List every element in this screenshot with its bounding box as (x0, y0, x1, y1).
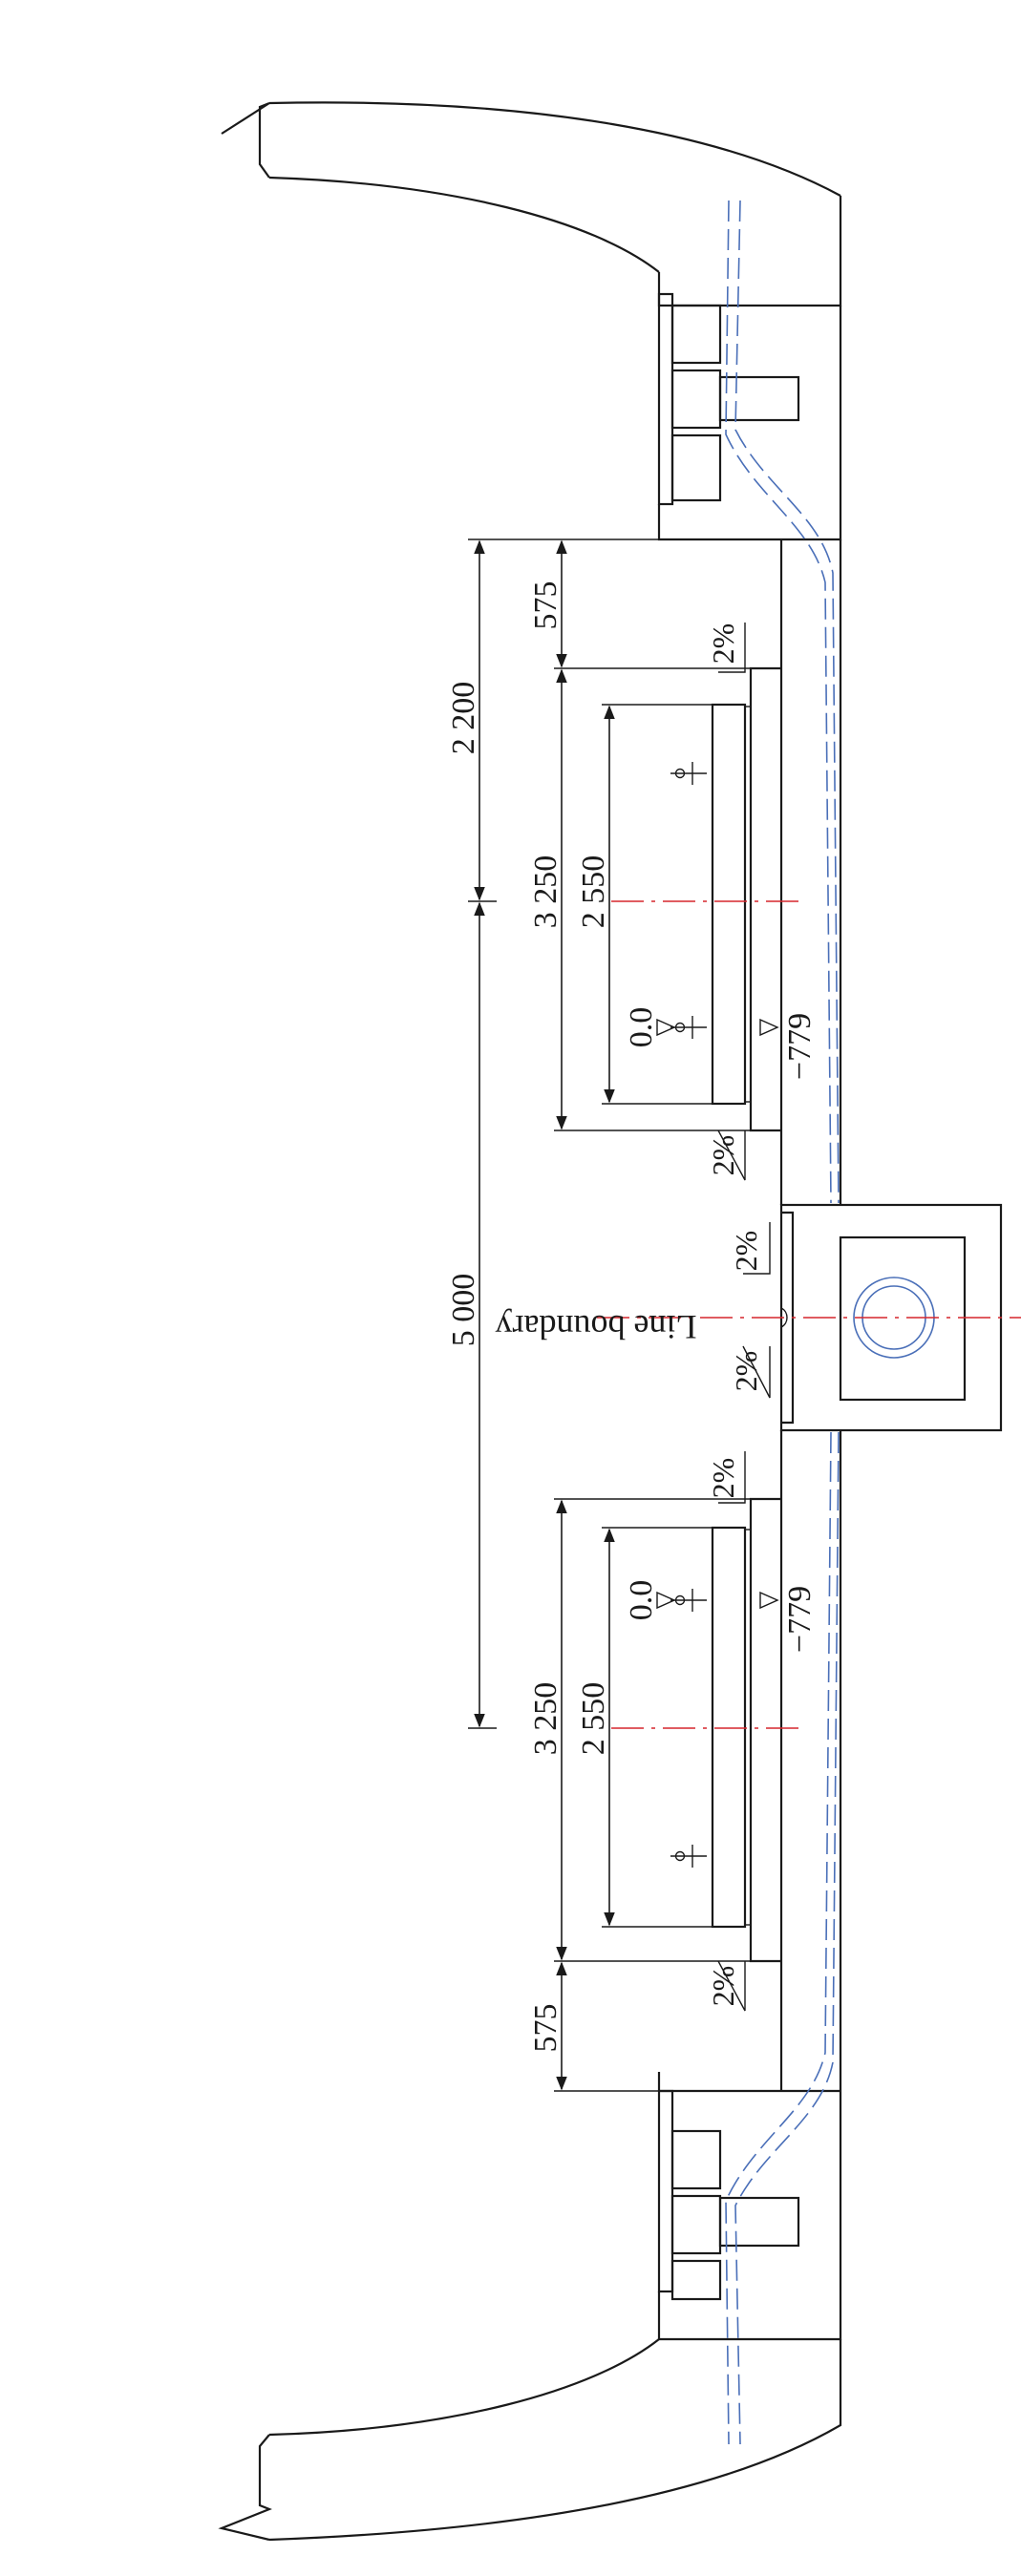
level-mark-rail-lower (656, 1591, 676, 1610)
level-mark-rail-upper (656, 1018, 676, 1037)
waterproof-layer (725, 200, 840, 2445)
slope-mark-e: 2% (706, 1451, 746, 1504)
slope-mark-f: 2% (706, 1960, 746, 2012)
dim-text-575-bottom: 575 (528, 2004, 564, 2053)
level-text-bottom-lower: −779 (782, 1586, 818, 1653)
dim-text-3250-top: 3 250 (528, 855, 564, 929)
slope-mark-b: 2% (706, 1130, 746, 1181)
track-bed-lower (711, 1497, 781, 1963)
side-duct-top (657, 292, 842, 541)
level-text-rail-lower: 0.0 (624, 1580, 659, 1621)
tunnel-base-walls (779, 539, 842, 2091)
dim-text-2550-top: 2 550 (576, 855, 611, 929)
rail-upper-left (670, 762, 707, 785)
svg-text:2%: 2% (706, 1966, 740, 2007)
svg-text:2%: 2% (706, 1458, 740, 1499)
side-duct-bottom (657, 2072, 842, 2341)
dim-text-3250-bottom: 3 250 (528, 1682, 564, 1756)
svg-text:2%: 2% (729, 1231, 763, 1272)
svg-text:2%: 2% (706, 623, 740, 665)
line-boundary-label: Line boundary (496, 1308, 697, 1346)
tunnel-lining-bottom (218, 2338, 842, 2542)
dim-text-2200: 2 200 (446, 682, 481, 755)
svg-text:2%: 2% (706, 1135, 740, 1176)
svg-text:2%: 2% (729, 1351, 763, 1392)
slope-mark-a: 2% (706, 623, 746, 673)
dim-text-5000: 5 000 (446, 1274, 481, 1347)
rail-lower-left (670, 1589, 707, 1612)
dim-text-575-top: 575 (528, 581, 564, 630)
rail-lower-right (670, 1845, 707, 1868)
level-mark-bottom-lower (759, 1591, 779, 1610)
slope-mark-c: 2% (729, 1222, 771, 1275)
track-bed-upper (711, 666, 781, 1132)
level-text-rail-upper: 0.0 (624, 1007, 659, 1048)
level-mark-bottom-upper (759, 1018, 779, 1037)
extension-lines (468, 538, 751, 2092)
tunnel-lining-top (221, 101, 842, 307)
level-text-bottom-upper: −779 (782, 1013, 818, 1080)
dim-text-2550-bottom: 2 550 (576, 1682, 611, 1756)
slope-mark-d: 2% (729, 1345, 771, 1399)
